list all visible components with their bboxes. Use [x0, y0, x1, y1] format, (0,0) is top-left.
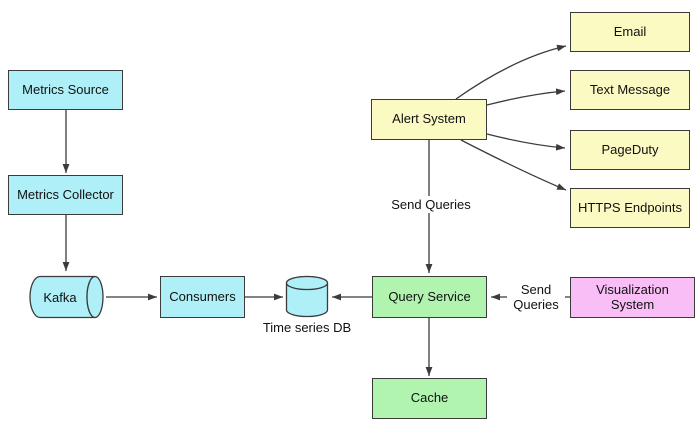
- node-label: Kafka: [43, 289, 77, 305]
- node-time-series-db: [285, 275, 329, 318]
- edge-alert-to-https-endpoints: [460, 139, 567, 191]
- time-series-db-label: Time series DB: [262, 320, 352, 335]
- edge-alert-to-email: [455, 44, 567, 100]
- edge-label-send-queries-visualization: Send Queries: [507, 281, 565, 314]
- node-label: Email: [613, 23, 647, 39]
- node-label: Alert System: [392, 111, 466, 127]
- cylinder-cap: [86, 275, 104, 319]
- node-email: Email: [570, 12, 690, 52]
- node-kafka: Kafka: [27, 275, 105, 319]
- node-label: Query Service: [388, 288, 471, 304]
- node-text-message: Text Message: [570, 70, 690, 110]
- node-label: Visualization System: [596, 281, 669, 312]
- node-label: Metrics Collector: [17, 186, 114, 202]
- node-label: PageDuty: [601, 141, 659, 157]
- edge-label-send-queries-alert: Send Queries: [384, 196, 478, 214]
- node-label: Metrics Source: [22, 81, 109, 97]
- node-label: Text Message: [589, 81, 671, 97]
- node-metrics-source: Metrics Source: [8, 70, 123, 110]
- node-label: HTTPS Endpoints: [577, 199, 683, 215]
- node-consumers: Consumers: [160, 276, 245, 318]
- node-label: Consumers: [169, 288, 236, 304]
- edge-alert-to-text-message: [486, 88, 566, 106]
- node-https-endpoints: HTTPS Endpoints: [570, 188, 690, 228]
- node-metrics-collector: Metrics Collector: [8, 175, 123, 215]
- node-label: Cache: [410, 390, 449, 406]
- node-cache: Cache: [372, 378, 487, 419]
- node-pageduty: PageDuty: [570, 130, 690, 170]
- node-visualization-system: Visualization System: [570, 277, 695, 318]
- time-series-db-cylinder-shape: [285, 275, 329, 318]
- cylinder-cap: [285, 275, 329, 291]
- kafka-cylinder-shape: [29, 275, 104, 319]
- edge-alert-to-pageduty: [486, 133, 566, 151]
- node-alert-system: Alert System: [371, 99, 487, 140]
- node-query-service: Query Service: [372, 276, 487, 318]
